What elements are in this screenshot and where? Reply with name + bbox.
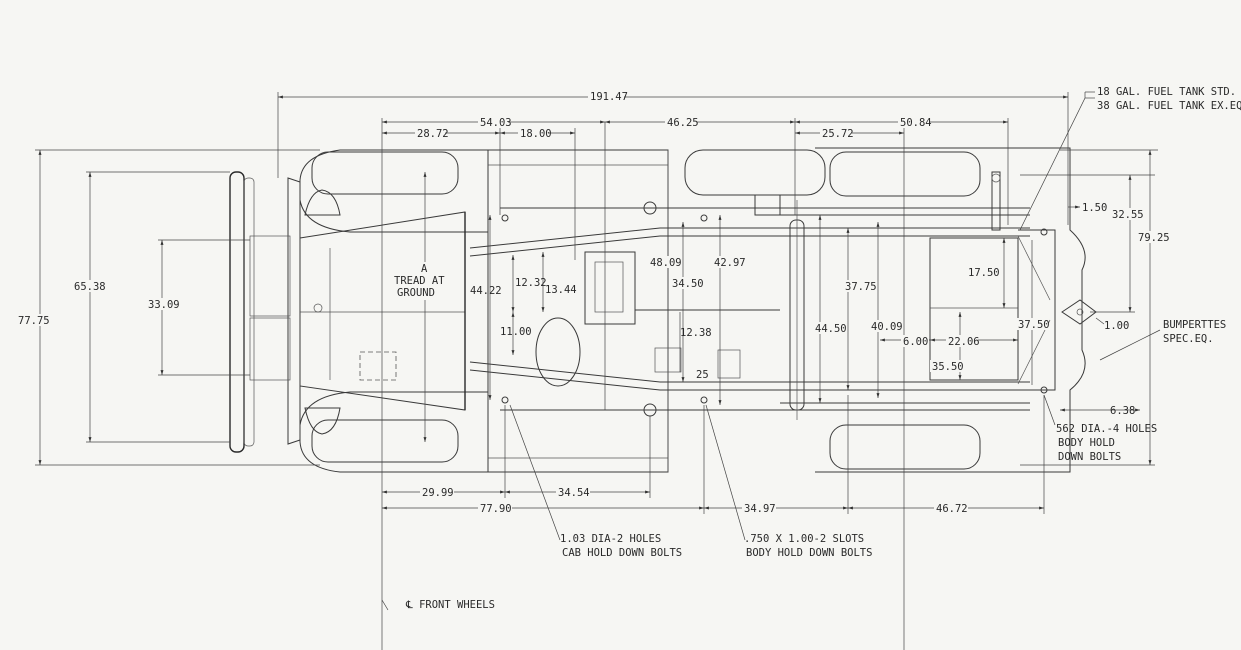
cab (487, 149, 669, 473)
front-fender-bottom (299, 391, 489, 473)
dim-18-00: 18.00 (520, 128, 552, 140)
tread-label-line3: GROUND (397, 287, 435, 299)
dim-44-50: 44.50 (815, 323, 847, 335)
dim-34-54: 34.54 (558, 487, 590, 499)
frame-rail-top (469, 227, 1030, 249)
vehicle-outline (229, 147, 1097, 473)
dim-33-09: 33.09 (148, 299, 180, 311)
dim-35-50: 35.50 (932, 361, 964, 373)
fuel-tank-round (535, 317, 581, 387)
dim-44-22: 44.22 (470, 285, 502, 297)
dim-40-09: 40.09 (871, 321, 903, 333)
body-rear (815, 147, 1086, 473)
dim-25: 25 (696, 369, 709, 381)
headlight-top (304, 189, 341, 216)
dim-6-00: 6.00 (903, 336, 928, 348)
dim-22-06: 22.06 (948, 336, 980, 348)
rear-tire-bottom (829, 424, 981, 470)
note-body-bolts-3: DOWN BOLTS (1058, 451, 1121, 463)
note-fuel-std: 18 GAL. FUEL TANK STD. (1097, 86, 1236, 98)
note-bumperettes-1: BUMPERTTES (1163, 319, 1226, 331)
front-tire-top (311, 151, 459, 195)
dim-77-75: 77.75 (18, 315, 50, 327)
front-bumper (229, 171, 245, 453)
dim-17-50: 17.50 (968, 267, 1000, 279)
rear-tire-top (829, 151, 981, 197)
dim-54-03: 54.03 (480, 117, 512, 129)
note-cab-holes-2: CAB HOLD DOWN BOLTS (562, 547, 682, 559)
dim-34-50: 34.50 (672, 278, 704, 290)
dim-46-25: 46.25 (667, 117, 699, 129)
dim-overall-length: 191.47 (590, 91, 628, 103)
dim-50-84: 50.84 (900, 117, 932, 129)
note-body-bolts-1: 562 DIA.-4 HOLES (1056, 423, 1157, 435)
note-bumperettes-2: SPEC.EQ. (1163, 333, 1214, 345)
front-fender-top (299, 149, 489, 233)
dim-1-00: 1.00 (1104, 320, 1129, 332)
headlight-bottom (304, 407, 341, 435)
dimension-labels: 191.47 54.03 46.25 50.84 28.72 18.00 25.… (16, 90, 1170, 515)
note-body-bolts-2: BODY HOLD (1058, 437, 1115, 449)
dim-77-90: 77.90 (480, 503, 512, 515)
note-fuel-ex: 38 GAL. FUEL TANK EX.EQ. (1097, 100, 1241, 112)
dim-37-75: 37.75 (845, 281, 877, 293)
note-cab-holes-1: 1.03 DIA-2 HOLES (560, 533, 661, 545)
dim-32-55: 32.55 (1112, 209, 1144, 221)
dim-12-32: 12.32 (515, 277, 547, 289)
dim-65-38: 65.38 (74, 281, 106, 293)
note-front-wheels: ℄ FRONT WHEELS (405, 599, 495, 611)
dim-13-44: 13.44 (545, 284, 577, 296)
frame-rail-bottom (469, 369, 1030, 391)
dim-28-72: 28.72 (417, 128, 449, 140)
rear-compartment (929, 237, 1019, 381)
dim-6-38: 6.38 (1110, 405, 1135, 417)
cab-bolt-hole-top (501, 214, 509, 222)
front-tire-bottom (311, 419, 459, 463)
dim-79-25: 79.25 (1138, 232, 1170, 244)
dim-11-00: 11.00 (500, 326, 532, 338)
dim-1-50: 1.50 (1082, 202, 1107, 214)
dim-12-38: 12.38 (680, 327, 712, 339)
dim-46-72: 46.72 (936, 503, 968, 515)
note-slots-2: BODY HOLD DOWN BOLTS (746, 547, 872, 559)
note-slots-1: .750 X 1.00-2 SLOTS (744, 533, 864, 545)
dim-25-72: 25.72 (822, 128, 854, 140)
centerlines (277, 92, 1069, 650)
spare-tire-top (684, 149, 826, 196)
callout-notes: 18 GAL. FUEL TANK STD. 38 GAL. FUEL TANK… (405, 86, 1241, 611)
cab-bolt-hole-bottom (501, 396, 509, 404)
tread-label-line2: TREAD AT (394, 275, 445, 287)
hood (299, 211, 466, 411)
dim-29-99: 29.99 (422, 487, 454, 499)
dim-34-97: 34.97 (744, 503, 776, 515)
dim-37-50: 37.50 (1018, 319, 1050, 331)
dim-48-09: 48.09 (650, 257, 682, 269)
dim-42-97: 42.97 (714, 257, 746, 269)
tread-label-a: A (421, 263, 428, 275)
